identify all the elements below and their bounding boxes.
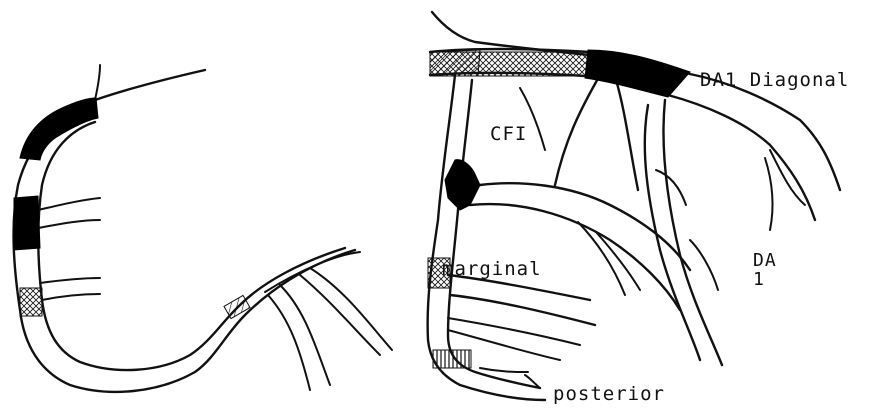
marginal-sub-1	[448, 318, 580, 345]
right-top-lesion	[585, 50, 690, 97]
marginal-branch-lower	[450, 295, 595, 325]
da1-branch-upper	[690, 74, 840, 190]
right-central-branch-a	[555, 75, 600, 185]
left-branch-1a	[38, 198, 100, 210]
da1-sub-branch	[770, 150, 805, 205]
label-posterior: posterior	[553, 383, 665, 405]
posterior-branch	[480, 368, 528, 372]
right-central-side-2	[690, 240, 718, 290]
label-marginal: marginal	[442, 258, 542, 280]
left-end-branch-right	[300, 275, 380, 355]
right-central-branch-b	[616, 80, 638, 190]
left-lesion-middle	[14, 196, 40, 250]
left-end-branch-right-2	[310, 268, 392, 350]
left-lesion-upper	[20, 98, 98, 160]
left-main-vessel-inner	[38, 122, 345, 370]
right-top-left-diag-hatch	[430, 50, 480, 76]
left-top-branch	[95, 65, 100, 100]
label-da: DA	[753, 250, 777, 271]
left-branch-2b	[42, 294, 100, 300]
left-end-branch-lower	[268, 295, 310, 390]
label-da-number: 1	[753, 269, 765, 290]
left-hatched-segment	[20, 288, 42, 316]
left-branch-1b	[38, 220, 100, 228]
da1-branch-lower	[668, 95, 815, 220]
right-posterior-hatch	[433, 350, 471, 368]
label-cfi: CFI	[490, 123, 527, 145]
da1-sub-branch-2	[765, 158, 772, 230]
right-central-side-1	[656, 170, 686, 205]
left-vessel-tree	[14, 65, 392, 392]
right-central-trunk-right	[663, 100, 722, 365]
right-mid-lesion	[445, 160, 480, 210]
left-branch-2a	[40, 278, 100, 283]
label-da1-diagonal: DA1 Diagonal	[700, 69, 849, 91]
